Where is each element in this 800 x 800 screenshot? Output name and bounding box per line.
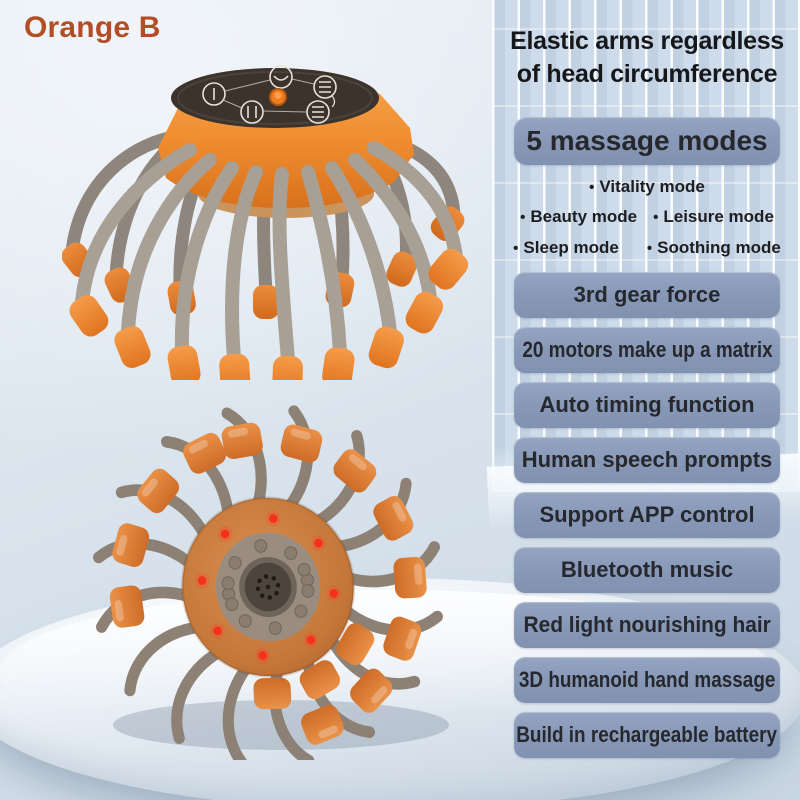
mode-icon-wave <box>269 65 293 89</box>
feature-badge-speech-prompts: Human speech prompts <box>514 437 780 483</box>
headline-line-2: of head circumference <box>516 60 778 88</box>
mode-item-beauty: •Beauty mode <box>520 207 638 226</box>
massager-bottom-view-image <box>93 405 449 760</box>
feature-badge-20-motors-matrix: 20 motors make up a matrix <box>514 327 780 373</box>
feature-column: Elastic arms regardless of head circumfe… <box>494 0 800 800</box>
feature-badge-app-control: Support APP control <box>514 492 780 538</box>
mode-row-1: •Vitality mode <box>494 176 800 198</box>
feature-badge-list: 3rd gear force 20 motors make up a matri… <box>514 272 780 758</box>
control-panel <box>171 65 379 128</box>
red-light-leds <box>194 510 342 664</box>
front-massage-tips <box>69 248 469 380</box>
mode-item-vitality: •Vitality mode <box>589 177 705 196</box>
massage-modes-list: •Vitality mode •Beauty mode •Leisure mod… <box>494 176 800 259</box>
speaker-hub <box>215 532 321 642</box>
mode-item-soothing: •Soothing mode <box>646 238 781 257</box>
headline: Elastic arms regardless of head circumfe… <box>510 25 784 91</box>
feature-badge-rechargeable-battery: Build in rechargeable battery <box>514 712 780 758</box>
mode-item-sleep: •Sleep mode <box>513 238 619 257</box>
feature-badge-bluetooth-music: Bluetooth music <box>514 547 780 593</box>
feature-badge-red-light-hair: Red light nourishing hair <box>514 602 780 648</box>
variant-name: Orange B <box>24 11 161 44</box>
feature-badge-3d-hand-massage: 3D humanoid hand massage <box>514 657 780 703</box>
feature-badge-3rd-gear-force: 3rd gear force <box>514 272 780 318</box>
mode-row-2: •Beauty mode •Leisure mode <box>494 206 800 228</box>
inner-massage-tips <box>253 623 375 710</box>
mode-row-3: •Sleep mode •Soothing mode <box>494 237 800 259</box>
speaker-holes <box>255 574 281 600</box>
mode-icon-grid-1 <box>313 75 337 99</box>
massager-top-view-image <box>62 65 469 380</box>
outer-massage-tips <box>109 422 427 745</box>
feature-badge-5-massage-modes: 5 massage modes <box>514 117 780 165</box>
front-legs <box>75 141 463 367</box>
mode-icon-two <box>240 100 264 124</box>
feature-badge-auto-timing: Auto timing function <box>514 382 780 428</box>
mode-icon-one <box>202 82 226 106</box>
headline-line-1: Elastic arms regardless <box>510 27 784 55</box>
mode-item-leisure: •Leisure mode <box>653 207 774 226</box>
